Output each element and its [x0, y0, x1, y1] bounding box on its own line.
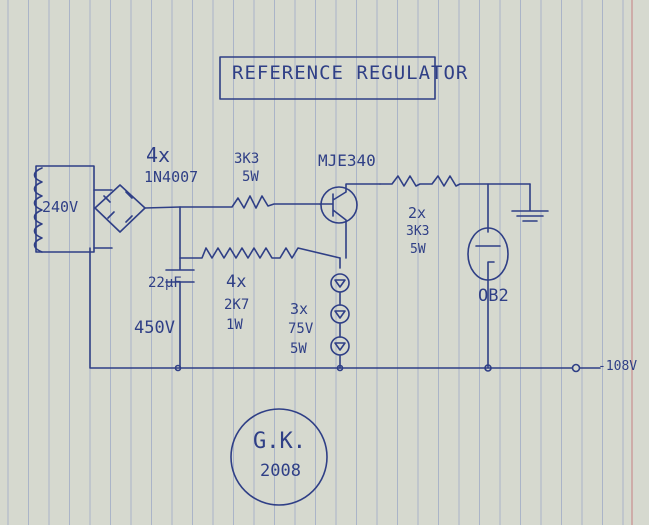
zener-power-label: 5W: [290, 341, 307, 357]
transistor-mje340-symbol: [319, 183, 381, 259]
capacitor-voltage: 450V: [134, 318, 175, 338]
zener-diode-stack: [330, 257, 350, 369]
junction-dot: [174, 364, 182, 372]
diode-part-label: 1N4007: [144, 168, 199, 186]
output-resistors-2x3k3: [379, 175, 531, 187]
transistor-label: MJE340: [318, 151, 376, 170]
capacitor-symbol: [165, 206, 195, 369]
output-resistor-count: 2x: [408, 204, 427, 222]
resistor-chain-4x2k7: [179, 247, 341, 259]
title-box: [219, 56, 436, 100]
diode-count-label: 4x: [146, 143, 171, 167]
bottom-rail: [89, 247, 573, 369]
diagram-title: REFERENCE REGULATOR: [232, 62, 469, 84]
signature-circle: [230, 408, 328, 506]
output-resistor-value: 3K3: [406, 224, 430, 239]
series-resistor-3k3: [179, 195, 321, 209]
signature-initials: G.K.: [253, 429, 306, 454]
mains-voltage-label: 240V: [42, 198, 79, 216]
signature-year: 2008: [260, 461, 301, 481]
junction-dot: [336, 364, 344, 372]
chain-value-label: 2K7: [224, 297, 250, 313]
chain-count-label: 4x: [226, 272, 247, 292]
series-resistor-power: 5W: [242, 169, 259, 185]
ruled-lines: [7, 0, 624, 525]
series-resistor-value: 3K3: [234, 151, 260, 167]
bridge-rectifier-symbol: [94, 184, 181, 233]
output-voltage-label: -108V: [598, 359, 638, 374]
ground-symbol: [511, 183, 549, 222]
output-terminal: [571, 363, 581, 373]
tube-label: OB2: [478, 286, 509, 306]
output-resistor-power: 5W: [410, 242, 426, 257]
zener-voltage-label: 75V: [288, 321, 314, 337]
ob2-tube-symbol: [467, 183, 509, 368]
junction-dot: [484, 364, 492, 372]
transformer-symbol: [33, 165, 113, 253]
chain-power-label: 1W: [226, 317, 243, 333]
zener-count-label: 3x: [290, 300, 309, 318]
capacitor-value: 22µF: [148, 275, 182, 291]
